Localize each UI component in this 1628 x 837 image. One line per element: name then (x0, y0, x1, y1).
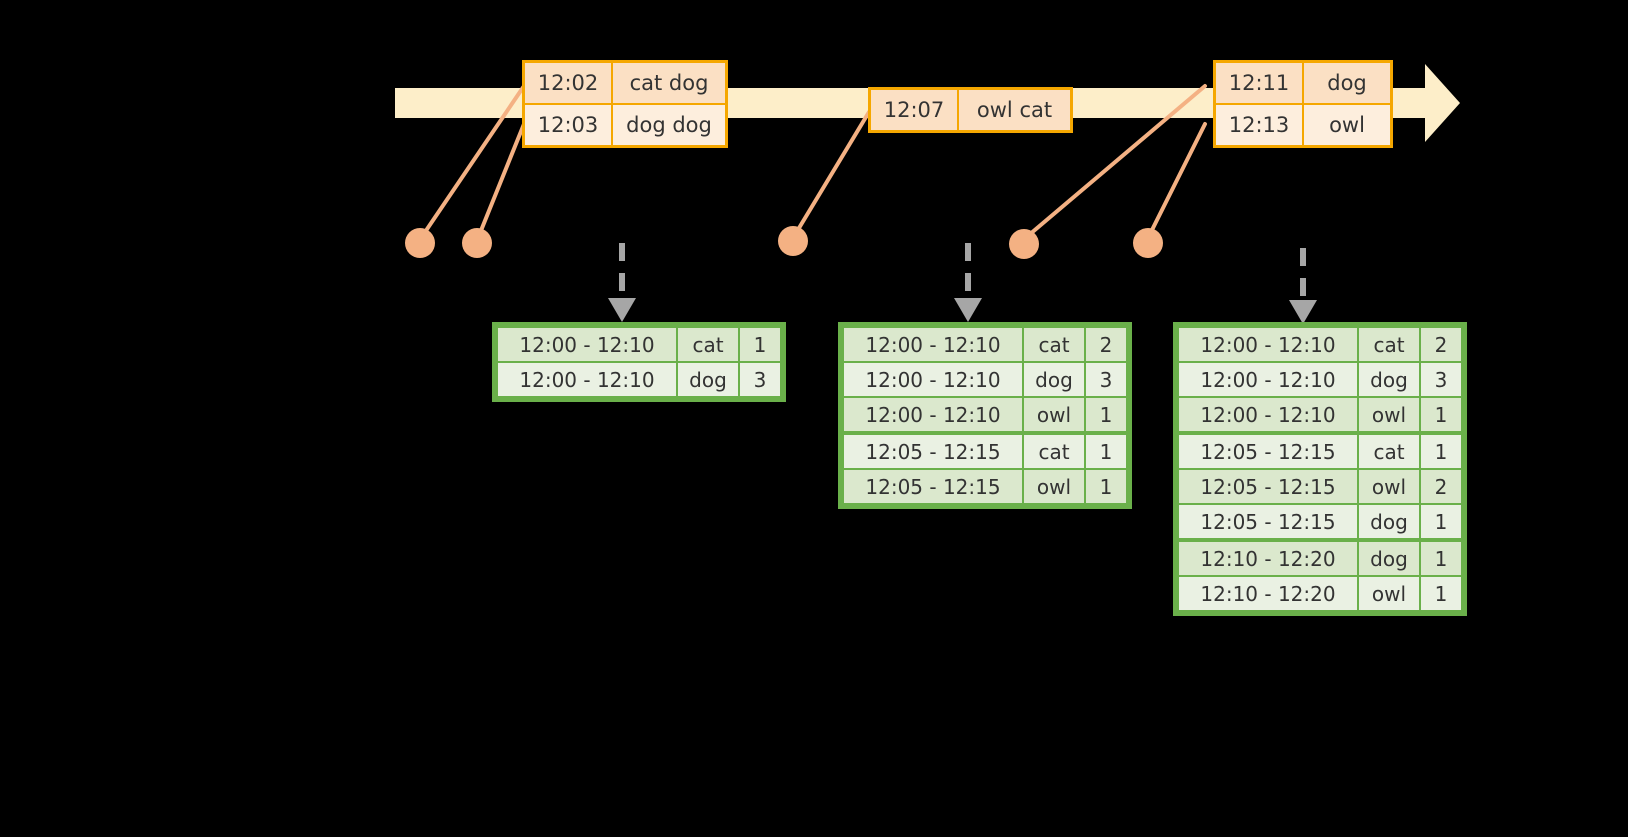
cell-count: 3 (1086, 363, 1126, 396)
cell-count: 1 (1086, 435, 1126, 468)
connector-line-5 (1145, 122, 1207, 242)
cell-count: 1 (740, 328, 780, 361)
cell-window: 12:10 - 12:20 (1179, 542, 1357, 575)
cell-key: owl (1359, 398, 1419, 431)
event-payload: dog (1304, 63, 1390, 103)
cell-window: 12:05 - 12:15 (1179, 470, 1357, 503)
cell-count: 1 (1086, 398, 1126, 431)
cell-key: dog (1359, 505, 1419, 538)
cell-window: 12:05 - 12:15 (1179, 505, 1357, 538)
cell-window: 12:00 - 12:10 (498, 363, 676, 396)
cell-count: 1 (1421, 505, 1461, 538)
event-row[interactable]: 12:03 dog dog (525, 103, 725, 145)
cell-key: owl (1024, 470, 1084, 503)
cell-key: dog (1359, 363, 1419, 396)
cell-key: owl (1359, 470, 1419, 503)
dashed-arrow-2 (954, 243, 982, 322)
event-time: 12:03 (525, 105, 613, 145)
cell-window: 12:00 - 12:10 (1179, 363, 1357, 396)
event-row[interactable]: 12:13 owl (1216, 103, 1390, 145)
event-row[interactable]: 12:11 dog (1216, 63, 1390, 103)
cell-count: 2 (1421, 470, 1461, 503)
cell-count: 1 (1086, 470, 1126, 503)
event-payload: dog dog (613, 105, 725, 145)
connector-line-3 (791, 110, 871, 240)
dashed-arrows (608, 243, 1317, 324)
cell-key: cat (678, 328, 738, 361)
cell-window: 12:05 - 12:15 (844, 435, 1022, 468)
connector-lines (419, 84, 1207, 242)
event-row[interactable]: 12:07 owl cat (871, 90, 1070, 130)
event-dot-4 (1009, 229, 1039, 259)
cell-window: 12:00 - 12:10 (1179, 398, 1357, 431)
event-dot-2 (462, 228, 492, 258)
event-dots (405, 226, 1163, 259)
cell-key: dog (678, 363, 738, 396)
cell-count: 3 (740, 363, 780, 396)
event-group-1[interactable]: 12:02 cat dog 12:03 dog dog (522, 60, 728, 148)
cell-count: 1 (1421, 542, 1461, 575)
cell-count: 2 (1086, 328, 1126, 361)
cell-key: dog (1024, 363, 1084, 396)
event-time: 12:11 (1216, 63, 1304, 103)
cell-key: dog (1359, 542, 1419, 575)
event-group-2[interactable]: 12:07 owl cat (868, 87, 1073, 133)
event-row[interactable]: 12:02 cat dog (525, 63, 725, 103)
cell-count: 3 (1421, 363, 1461, 396)
cell-key: cat (1359, 435, 1419, 468)
cell-count: 1 (1421, 435, 1461, 468)
event-payload: owl cat (959, 90, 1070, 130)
event-time: 12:13 (1216, 105, 1304, 145)
event-payload: owl (1304, 105, 1390, 145)
dashed-arrow-3 (1289, 248, 1317, 324)
cell-window: 12:00 - 12:10 (844, 363, 1022, 396)
event-group-3[interactable]: 12:11 dog 12:13 owl (1213, 60, 1393, 148)
cell-key: owl (1024, 398, 1084, 431)
event-time: 12:07 (871, 90, 959, 130)
connector-line-2 (476, 122, 526, 240)
cell-window: 12:00 - 12:10 (498, 328, 676, 361)
cell-count: 2 (1421, 328, 1461, 361)
cell-key: owl (1359, 577, 1419, 610)
cell-window: 12:05 - 12:15 (1179, 435, 1357, 468)
cell-window: 12:00 - 12:10 (844, 328, 1022, 361)
event-dot-3 (778, 226, 808, 256)
cell-key: cat (1024, 435, 1084, 468)
dashed-arrow-1 (608, 243, 636, 322)
event-dot-1 (405, 228, 435, 258)
connector-line-1 (419, 84, 526, 240)
cell-count: 1 (1421, 398, 1461, 431)
cell-window: 12:05 - 12:15 (844, 470, 1022, 503)
cell-window: 12:00 - 12:10 (1179, 328, 1357, 361)
cell-key: cat (1024, 328, 1084, 361)
cell-count: 1 (1421, 577, 1461, 610)
event-dot-5 (1133, 228, 1163, 258)
event-time: 12:02 (525, 63, 613, 103)
cell-window: 12:00 - 12:10 (844, 398, 1022, 431)
connector-line-4 (1021, 84, 1207, 242)
event-payload: cat dog (613, 63, 725, 103)
cell-window: 12:10 - 12:20 (1179, 577, 1357, 610)
cell-key: cat (1359, 328, 1419, 361)
